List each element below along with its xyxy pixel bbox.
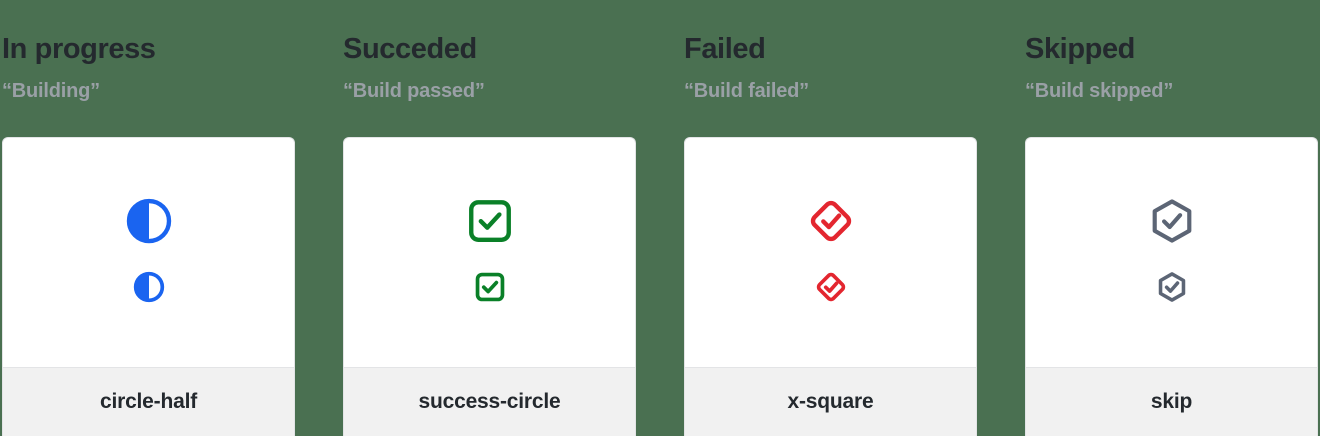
icon-slot-large bbox=[465, 196, 515, 246]
icon-slot-large bbox=[1147, 196, 1197, 246]
status-column-succeded: Succeded “Build passed” bbox=[343, 0, 636, 436]
x-square-icon bbox=[810, 201, 851, 242]
column-header-skipped: Skipped “Build skipped” bbox=[1025, 0, 1318, 102]
circle-half-icon bbox=[133, 272, 164, 303]
status-quote: “Building” bbox=[2, 79, 100, 102]
status-title: Skipped bbox=[1025, 33, 1135, 65]
icon-name-label: circle-half bbox=[99, 390, 197, 413]
icon-card-footer: skip bbox=[1026, 367, 1317, 436]
icon-card-footer: success-circle bbox=[344, 367, 635, 436]
circle-half-icon bbox=[126, 199, 171, 244]
x-square-icon bbox=[816, 273, 845, 302]
icon-preview-area bbox=[685, 138, 976, 367]
icon-preview-area bbox=[344, 138, 635, 367]
icon-slot-large bbox=[806, 196, 856, 246]
skip-icon bbox=[1152, 199, 1191, 244]
success-circle-icon bbox=[475, 273, 504, 302]
icon-slot-small bbox=[132, 270, 166, 304]
status-column-failed: Failed “Build failed” x bbox=[684, 0, 977, 436]
icon-name-label: x-square bbox=[787, 390, 874, 413]
icon-name-label: skip bbox=[1150, 390, 1193, 413]
icon-card-skip[interactable]: skip bbox=[1025, 136, 1318, 436]
status-title: In progress bbox=[2, 33, 156, 65]
status-quote: “Build passed” bbox=[343, 79, 485, 102]
column-header-failed: Failed “Build failed” bbox=[684, 0, 977, 102]
status-title: Succeded bbox=[343, 33, 477, 65]
icon-card-circle-half[interactable]: circle-half bbox=[2, 136, 295, 436]
icon-preview-area bbox=[3, 138, 294, 367]
status-quote: “Build skipped” bbox=[1025, 79, 1174, 102]
icon-preview-area bbox=[1026, 138, 1317, 367]
icon-slot-small bbox=[473, 270, 507, 304]
icon-slot-small bbox=[814, 270, 848, 304]
icon-card-success-circle[interactable]: success-circle bbox=[343, 136, 636, 436]
icon-card-x-square[interactable]: x-square bbox=[684, 136, 977, 436]
skip-icon bbox=[1158, 272, 1185, 303]
icon-slot-small bbox=[1155, 270, 1189, 304]
icon-slot-large bbox=[124, 196, 174, 246]
icon-card-footer: circle-half bbox=[3, 367, 294, 436]
status-quote: “Build failed” bbox=[684, 79, 809, 102]
column-header-succeded: Succeded “Build passed” bbox=[343, 0, 636, 102]
status-column-in-progress: In progress “Building” bbox=[2, 0, 295, 436]
status-title: Failed bbox=[684, 33, 766, 65]
status-column-skipped: Skipped “Build skipped” bbox=[1025, 0, 1318, 436]
icon-card-footer: x-square bbox=[685, 367, 976, 436]
success-circle-icon bbox=[468, 200, 511, 243]
icon-name-label: success-circle bbox=[418, 390, 561, 413]
column-header-in-progress: In progress “Building” bbox=[2, 0, 295, 102]
